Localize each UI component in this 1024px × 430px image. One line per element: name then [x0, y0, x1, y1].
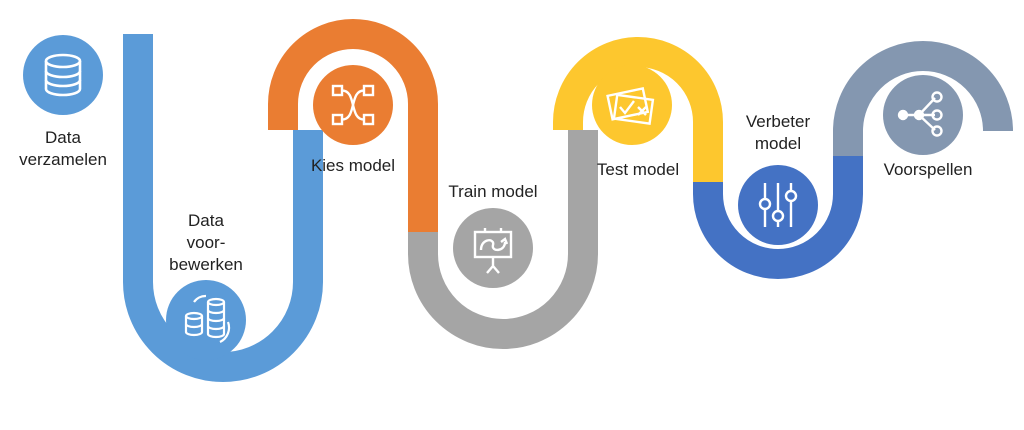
- label-line: Train model: [448, 182, 538, 201]
- road-segment-orange: [268, 19, 438, 232]
- step-icon-kies-model: [313, 65, 393, 145]
- label-line: Data: [188, 211, 224, 230]
- label-line: Kies model: [310, 156, 396, 175]
- step-label-data-verzamelen: Data verzamelen: [13, 127, 113, 171]
- label-line: Test model: [596, 160, 680, 179]
- step-icon-data-verzamelen: [23, 35, 103, 115]
- step-icon-verbeter-model: [738, 165, 818, 245]
- database-icon: [44, 53, 82, 97]
- checklist-cards-icon: [606, 86, 655, 125]
- presentation-board-icon: [473, 228, 513, 274]
- label-line: Voorspellen: [883, 160, 973, 179]
- sliders-icon: [758, 183, 798, 227]
- step-label-voorspellen: Voorspellen: [868, 159, 988, 181]
- step-icon-data-voorbewerken: [166, 280, 246, 360]
- step-label-train-model: Train model: [438, 181, 548, 203]
- step-label-kies-model: Kies model: [298, 155, 408, 177]
- label-line: Verbeter: [745, 112, 811, 131]
- winding-road: [123, 19, 1013, 382]
- label-line: verzamelen: [19, 150, 107, 169]
- step-icon-train-model: [453, 208, 533, 288]
- label-line: bewerken: [169, 255, 243, 274]
- label-line: Data: [45, 128, 81, 147]
- step-label-verbeter-model: Verbeter model: [728, 111, 828, 155]
- step-icon-test-model: [592, 65, 672, 145]
- label-line: voor-: [186, 233, 226, 252]
- road-segment-yellow: [553, 37, 723, 182]
- flowchart-icon: [331, 84, 375, 126]
- share-nodes-icon: [897, 91, 943, 137]
- step-icon-voorspellen: [883, 75, 963, 155]
- step-label-test-model: Test model: [583, 159, 693, 181]
- road-segment-blue: [123, 34, 323, 382]
- label-line: model: [754, 134, 802, 153]
- step-label-data-voorbewerken: Data voor- bewerken: [156, 210, 256, 276]
- road-segment-gray: [408, 130, 598, 349]
- data-cleaning-icon: [184, 294, 231, 343]
- road-segment-slate: [833, 41, 1013, 156]
- road-segment-darkblue: [693, 156, 863, 279]
